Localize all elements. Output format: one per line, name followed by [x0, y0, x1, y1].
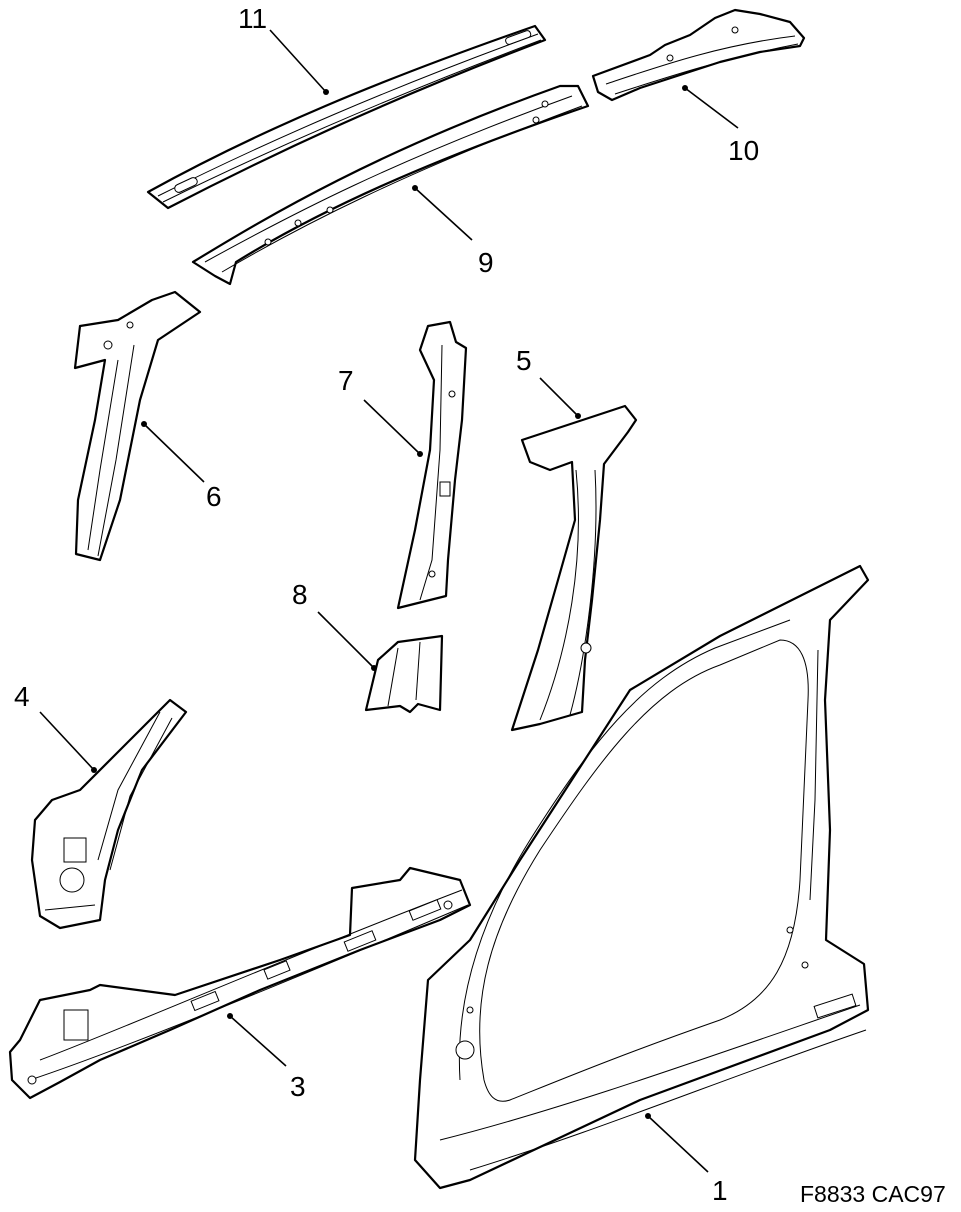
leader-dot-1: [645, 1113, 651, 1119]
callout-labels: 11 10 9 6 7 5 8 4 3 1: [14, 3, 759, 1206]
callout-8: 8: [292, 579, 308, 610]
part-7-b-pillar-inner: [396, 320, 468, 610]
callout-10: 10: [728, 135, 759, 166]
part-10-rear-rail-section: [591, 8, 806, 102]
leader-7: [363, 399, 421, 455]
leader-9: [414, 187, 473, 241]
leader-5: [539, 377, 579, 417]
part-1-body-side-frame: [413, 564, 870, 1190]
callout-4: 4: [14, 681, 30, 712]
part-3-sill-inner: [8, 866, 472, 1100]
callout-5: 5: [516, 345, 532, 376]
leader-8: [317, 611, 375, 669]
callout-7: 7: [338, 365, 354, 396]
part-4-a-pillar-lower: [30, 698, 188, 930]
leader-10: [684, 87, 739, 129]
callout-1: 1: [712, 1175, 728, 1206]
part-11-roof-rail: [146, 24, 547, 210]
callout-6: 6: [206, 481, 222, 512]
leader-dot-8: [371, 665, 377, 671]
leader-dot-10: [682, 85, 688, 91]
leader-3: [229, 1015, 287, 1067]
callout-11: 11: [238, 3, 267, 34]
part-5-b-pillar-outer: [510, 404, 638, 732]
leader-dot-3: [227, 1013, 233, 1019]
leader-dot-7: [417, 451, 423, 457]
leader-11: [269, 29, 327, 93]
part-8-reinforcement-bracket: [364, 634, 444, 714]
leader-dot-9: [412, 185, 418, 191]
leader-dot-5: [575, 413, 581, 419]
leader-1: [647, 1115, 709, 1173]
leader-lines: [39, 29, 739, 1173]
callout-3: 3: [290, 1071, 306, 1102]
part-9-roof-side-rail: [191, 84, 590, 286]
leader-6: [143, 423, 205, 483]
leader-4: [39, 711, 95, 771]
leader-dot-6: [141, 421, 147, 427]
callout-9: 9: [478, 247, 494, 278]
leader-dot-11: [323, 89, 329, 95]
leader-dot-4: [91, 767, 97, 773]
reference-code: F8833 CAC97: [800, 1181, 946, 1207]
part-6-a-pillar-upper: [73, 290, 202, 562]
